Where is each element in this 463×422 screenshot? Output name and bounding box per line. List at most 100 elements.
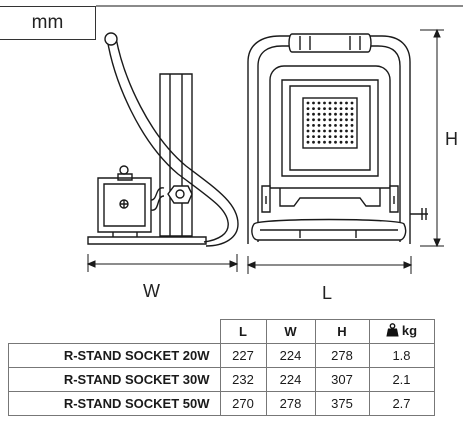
length-label: L: [322, 283, 333, 303]
led-dot: [306, 101, 310, 105]
led-dot: [328, 135, 332, 139]
width-value: 224: [265, 367, 316, 392]
header-weight: kg: [368, 319, 435, 344]
height-value: 278: [314, 343, 370, 368]
led-dot: [312, 129, 315, 133]
width-value: 278: [265, 391, 316, 416]
led-dot: [312, 140, 315, 144]
table-row: R-STAND SOCKET 50W 270 278 375 2.7: [8, 391, 435, 416]
led-dot: [306, 140, 310, 144]
led-dot: [323, 101, 326, 105]
model-name: R-STAND SOCKET 20W: [8, 343, 221, 368]
led-dot: [339, 107, 343, 110]
led-dot: [334, 129, 337, 133]
led-dot: [328, 140, 332, 144]
spec-table: L W H kg R-STAND SOCKET 20W 227: [8, 319, 435, 416]
led-dot: [345, 135, 348, 139]
led-dot: [334, 101, 337, 105]
led-dot: [317, 135, 321, 139]
weight-value: 1.8: [368, 343, 435, 368]
model-name: R-STAND SOCKET 30W: [8, 367, 221, 392]
led-dot: [317, 118, 321, 122]
led-dot: [350, 101, 354, 105]
side-view: [87, 32, 239, 247]
led-dot: [350, 124, 354, 127]
model-name: R-STAND SOCKET 50W: [8, 391, 221, 416]
led-dot: [312, 112, 315, 116]
led-dot: [317, 107, 321, 110]
height-value: 375: [314, 391, 370, 416]
led-dot: [317, 129, 321, 133]
led-dot: [334, 112, 337, 116]
height-value: 307: [314, 367, 370, 392]
height-label: H: [445, 129, 458, 149]
width-value: 224: [265, 343, 316, 368]
length-value: 227: [219, 343, 267, 368]
led-dot: [350, 129, 354, 133]
led-dot: [328, 118, 332, 122]
led-dot: [323, 140, 326, 144]
led-dot: [345, 118, 348, 122]
led-dot: [334, 124, 337, 127]
led-dot: [345, 129, 348, 133]
led-dot: [306, 135, 310, 139]
led-dot: [323, 112, 326, 116]
led-dot: [323, 107, 326, 110]
led-dot: [345, 101, 348, 105]
led-dot: [345, 124, 348, 127]
led-dot: [312, 124, 315, 127]
led-dot: [339, 118, 343, 122]
led-dot: [334, 107, 337, 110]
header-width: W: [265, 319, 316, 344]
led-dot: [350, 135, 354, 139]
line-art: [86, 5, 463, 274]
led-dot: [334, 118, 337, 122]
led-grid: [306, 101, 354, 144]
led-dot: [350, 107, 354, 110]
led-dot: [328, 124, 332, 127]
led-dot: [350, 140, 354, 144]
led-dot: [328, 112, 332, 116]
table-header-row: L W H kg: [8, 319, 435, 344]
led-dot: [350, 112, 354, 116]
weight-value: 2.7: [368, 391, 435, 416]
header-height: H: [314, 319, 370, 344]
led-dot: [306, 129, 310, 133]
width-dimension: [86, 254, 239, 272]
led-dot: [350, 118, 354, 122]
led-dot: [306, 107, 310, 110]
length-dimension: [246, 256, 413, 274]
led-dot: [312, 118, 315, 122]
led-dot: [339, 124, 343, 127]
led-dot: [323, 124, 326, 127]
length-value: 232: [219, 367, 267, 392]
led-dot: [345, 140, 348, 144]
led-dot: [306, 112, 310, 116]
led-dot: [339, 135, 343, 139]
led-dot: [339, 140, 343, 144]
led-dot: [312, 135, 315, 139]
header-weight-label: kg: [401, 322, 418, 338]
led-dot: [339, 129, 343, 133]
led-dot: [328, 129, 332, 133]
front-lower: [251, 185, 428, 241]
led-dot: [317, 124, 321, 127]
led-dot: [334, 135, 337, 139]
led-dot: [339, 101, 343, 105]
led-dot: [323, 129, 326, 133]
led-dot: [317, 101, 321, 105]
length-value: 270: [219, 391, 267, 416]
led-dot: [323, 135, 326, 139]
front-view: [247, 33, 411, 244]
led-dot: [312, 101, 315, 105]
led-dot: [334, 140, 337, 144]
header-length: L: [219, 319, 267, 344]
led-dot: [317, 112, 321, 116]
led-dot: [345, 107, 348, 110]
weight-icon: [386, 323, 399, 337]
led-dot: [339, 112, 343, 116]
weight-value: 2.1: [368, 367, 435, 392]
header-blank: [8, 319, 221, 344]
led-dot: [328, 101, 332, 105]
